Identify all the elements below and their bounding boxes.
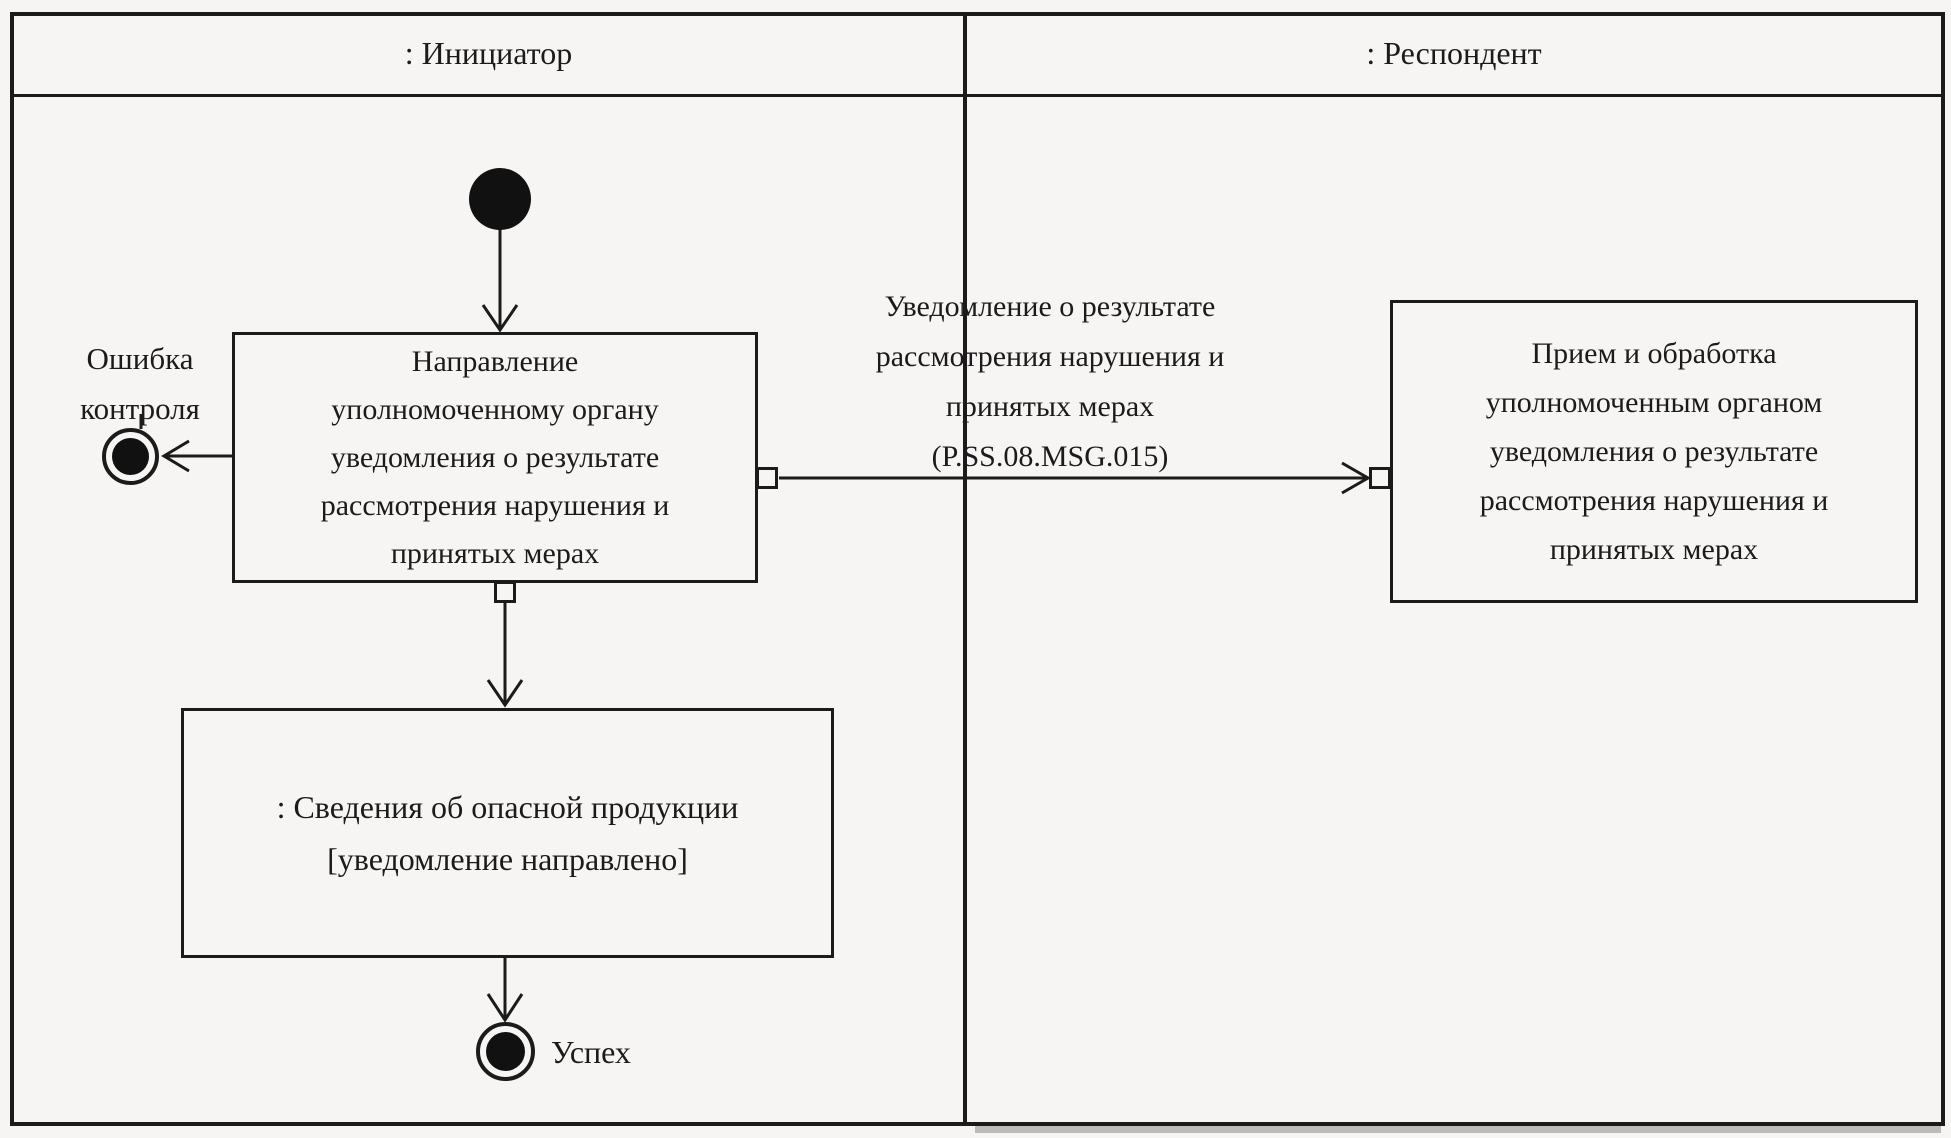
lane-header-divider — [10, 94, 1945, 97]
error-label-line: Ошибка — [86, 341, 194, 376]
activity-receive-line: уведомления о результате — [1489, 435, 1819, 468]
initial-state-node — [469, 168, 531, 230]
activity-receive-line: уполномоченным органом — [1485, 386, 1823, 419]
lane-header-respondent: : Респондент — [1366, 35, 1542, 71]
activity-send-line: Направление — [411, 344, 579, 378]
edge-send-to-error — [161, 439, 232, 473]
activity-send-line: уполномоченному органу — [331, 392, 659, 426]
lane-divider — [963, 12, 967, 1126]
activity-receive-line: принятых мерах — [1549, 533, 1759, 566]
activity-send-notification: Направление уполномоченному органу уведо… — [232, 332, 758, 583]
message-label-line: рассмотрения нарушения и — [875, 340, 1225, 373]
scan-shadow — [975, 1126, 1941, 1133]
diagram-frame — [10, 12, 1945, 1126]
activity-send-line: рассмотрения нарушения и — [320, 488, 670, 522]
object-state-line: [уведомление направлено] — [327, 841, 688, 877]
edge-initial-to-send — [481, 228, 519, 333]
activity-send-line: уведомления о результате — [330, 440, 660, 474]
port-receive-left — [1369, 467, 1391, 489]
error-label-line: контроля — [80, 391, 200, 426]
edge-message — [779, 461, 1372, 495]
object-state-dangerous-products: : Сведения об опасной продукции [уведомл… — [181, 708, 834, 958]
edge-send-to-object — [486, 603, 524, 708]
final-state-error — [102, 428, 159, 485]
activity-send-line: принятых мерах — [390, 536, 600, 570]
final-state-success — [476, 1022, 535, 1081]
object-state-line: : Сведения об опасной продукции — [276, 789, 739, 825]
activity-receive-line: Прием и обработка — [1531, 337, 1777, 370]
final-state-error-dot — [112, 438, 149, 475]
activity-receive-notification: Прием и обработка уполномоченным органом… — [1390, 300, 1918, 603]
message-label-line: (P.SS.08.MSG.015) — [931, 440, 1169, 473]
final-state-success-dot — [486, 1032, 525, 1071]
message-label-line: Уведомление о результате — [884, 290, 1216, 323]
lane-header-initiator: : Инициатор — [404, 35, 573, 71]
success-final-label: Успех — [551, 1034, 631, 1070]
message-label-line: принятых мерах — [945, 390, 1155, 423]
error-final-label: Ошибка контроля — [45, 334, 235, 434]
edge-object-to-success — [486, 958, 524, 1023]
activity-receive-line: рассмотрения нарушения и — [1479, 484, 1829, 517]
message-transition-label: Уведомление о результате рассмотрения на… — [788, 282, 1312, 482]
port-send-bottom — [494, 581, 516, 603]
port-send-right — [756, 467, 778, 489]
